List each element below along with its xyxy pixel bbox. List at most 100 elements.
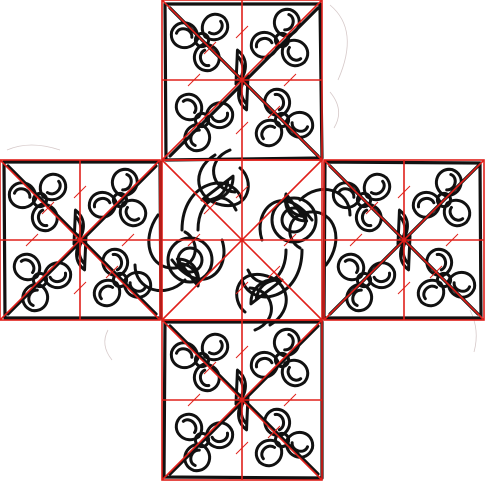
knot-loop-inner: [445, 172, 457, 192]
knot-connecting-bands: [133, 148, 352, 332]
knot-loop-inner: [360, 208, 373, 228]
knot-loop-inner: [19, 258, 36, 275]
grid-square-bottom: [161, 319, 323, 481]
knot-loop-outer: [354, 202, 383, 232]
knot-trefoil: [8, 172, 68, 232]
knot-loop-outer: [254, 438, 284, 468]
pencil-arc: [104, 329, 113, 361]
knot-loop: [192, 362, 221, 392]
knot-loop-outer: [284, 430, 314, 459]
knot-trefoil: [336, 252, 396, 312]
knot-loop: [118, 198, 148, 228]
grid-hatch-mark: [365, 265, 379, 279]
grid-hatch-mark: [267, 41, 281, 55]
knot-loop-outer: [21, 282, 50, 312]
grid-hatch-mark: [187, 73, 201, 87]
grid-hatch-mark: [203, 425, 217, 439]
knot-loop-outer: [170, 21, 200, 50]
knot-loop-outer: [204, 101, 234, 130]
knot-loop-inner: [189, 128, 201, 148]
grid-hatch-mark: [349, 233, 363, 247]
knot-loop-outer: [254, 118, 284, 148]
grid-hatch-mark: [121, 233, 135, 247]
knot-band: [212, 148, 237, 194]
knot-loop-inner: [198, 48, 211, 68]
knot-loop: [254, 438, 284, 468]
knot-band: [298, 187, 352, 217]
knot-loop-inner: [372, 271, 392, 284]
pencil-construction-layer: [6, 4, 477, 361]
knot-loop-inner: [210, 431, 230, 444]
knot-loop-inner: [260, 444, 277, 461]
knot-trefoil: [250, 328, 310, 388]
knot-band: [288, 210, 338, 267]
knot-loop-inner: [92, 196, 112, 209]
knot-loop: [412, 190, 442, 219]
knot-loop-inner: [121, 172, 133, 192]
grid-hatch-mark: [105, 201, 119, 215]
knot-loop-outer: [110, 168, 139, 198]
knot-loop-outer: [192, 362, 221, 392]
knot-loop: [254, 118, 284, 148]
knot-loop: [8, 181, 38, 210]
grid-hatch-mark: [429, 265, 443, 279]
knot-loop-inner: [435, 252, 448, 272]
knot-loop: [284, 430, 314, 459]
knot-loop-inner: [189, 448, 201, 468]
knot-trefoil: [416, 248, 476, 308]
grid-hatch-mark: [267, 105, 281, 119]
knot-loop-outer: [362, 172, 392, 202]
knot-band: [147, 213, 197, 270]
knot-loop-inner: [198, 368, 211, 388]
knot-loop-inner: [416, 196, 436, 209]
knot-loop: [434, 168, 463, 198]
knot-loop: [30, 202, 59, 232]
knot-loop-inner: [283, 332, 295, 352]
knot-loop-inner: [273, 412, 286, 432]
knot-loop: [200, 332, 230, 362]
grid-hatch-mark: [283, 393, 297, 407]
knot-loop-inner: [254, 356, 274, 369]
knot-loop: [174, 412, 204, 442]
knot-loop-outer: [174, 92, 204, 122]
knot-loop-inner: [174, 27, 194, 39]
knot-loop-outer: [88, 190, 118, 219]
knot-loop-outer: [284, 110, 314, 139]
knot-loop: [110, 168, 139, 198]
grid-hatch-mark: [73, 185, 87, 199]
knot-loop-outer: [8, 181, 38, 210]
knot-loop-outer: [263, 408, 292, 438]
knot-loop-outer: [42, 261, 72, 290]
grid-hatch-mark: [235, 281, 249, 295]
grid-hatch-mark: [429, 201, 443, 215]
knot-loop: [446, 270, 476, 299]
knot-band: [240, 248, 304, 299]
pencil-arc: [469, 309, 477, 353]
pencil-arc: [329, 4, 348, 81]
knot-loop: [366, 261, 396, 290]
knot-loop-inner: [45, 179, 62, 196]
knot-loop: [442, 198, 472, 228]
knot-loop: [88, 190, 118, 219]
knot-loop: [192, 42, 221, 72]
knot-loop-inner: [174, 347, 194, 359]
knot-loop: [280, 38, 310, 68]
knot-loop: [425, 248, 454, 278]
knot-band: [133, 263, 187, 293]
knot-loop-outer: [183, 122, 212, 152]
knot-loop-inner: [254, 36, 274, 49]
knot-loop: [183, 122, 212, 152]
knot-loop: [354, 202, 383, 232]
knot-loop: [250, 350, 280, 379]
grid-diagonal: [0, 159, 161, 321]
knot-loop: [92, 278, 122, 308]
knot-loop-inner: [336, 187, 356, 199]
knot-loop-outer: [272, 8, 301, 38]
grid-diagonal: [161, 0, 323, 161]
grid-hatch-mark: [235, 121, 249, 135]
knot-loop-outer: [412, 190, 442, 219]
knot-loop-inner: [369, 179, 386, 196]
